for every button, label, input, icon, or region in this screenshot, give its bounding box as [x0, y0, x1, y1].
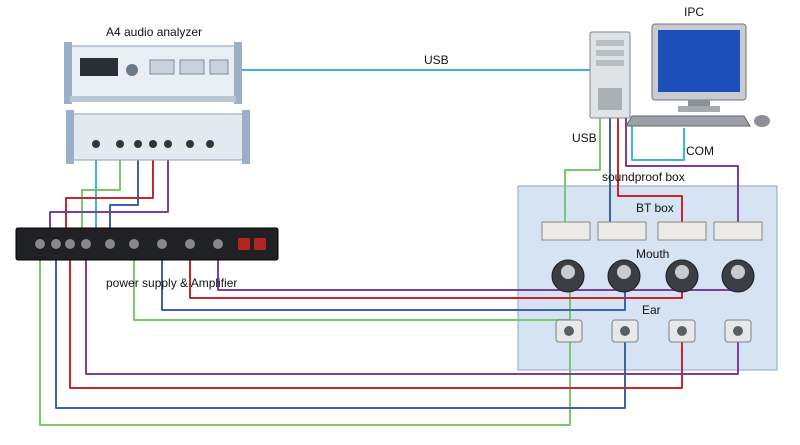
mouth-blue — [161, 258, 626, 311]
patch-cable-blue — [109, 150, 139, 232]
patch-cable-purple — [49, 150, 169, 232]
bt-green — [564, 118, 601, 222]
bt-box-label: BT box — [636, 201, 674, 215]
loop-purple — [85, 258, 739, 375]
audio-analyzer — [64, 42, 242, 104]
ear-label: Ear — [642, 303, 661, 317]
wires — [39, 69, 739, 426]
bt-box-2 — [597, 221, 647, 241]
mouth-simulators — [551, 259, 755, 293]
power-supply-amplifier — [15, 227, 279, 261]
patch-cable-green — [81, 150, 121, 232]
com-cable — [631, 118, 685, 161]
bt-red — [617, 118, 683, 222]
patch-cable-red — [65, 150, 154, 232]
amplifier-label: power supply & Amplifier — [106, 276, 237, 290]
usb-side-label: USB — [572, 131, 597, 145]
mouth-label: Mouth — [636, 247, 669, 261]
bt-box-4 — [713, 221, 763, 241]
ipc-label: IPC — [684, 5, 704, 19]
bt-boxes — [541, 221, 763, 241]
loop-red — [69, 258, 683, 389]
ear-simulators — [555, 319, 752, 343]
bt-box-1 — [541, 221, 591, 241]
keyboard-mouse — [625, 115, 770, 127]
usb-top-label: USB — [424, 53, 449, 67]
mouth-green — [133, 258, 571, 321]
bt-box-3 — [657, 221, 707, 241]
analyzer-label: A4 audio analyzer — [106, 25, 202, 39]
com-label: COM — [686, 144, 714, 158]
monitor — [651, 23, 747, 112]
analyzer-io-unit — [66, 110, 250, 164]
loop-green — [39, 258, 571, 426]
pc-tower — [589, 31, 631, 119]
bt-purple — [625, 118, 739, 222]
soundproof-box-label: soundproof box — [602, 170, 685, 184]
mouth-red — [189, 258, 683, 299]
